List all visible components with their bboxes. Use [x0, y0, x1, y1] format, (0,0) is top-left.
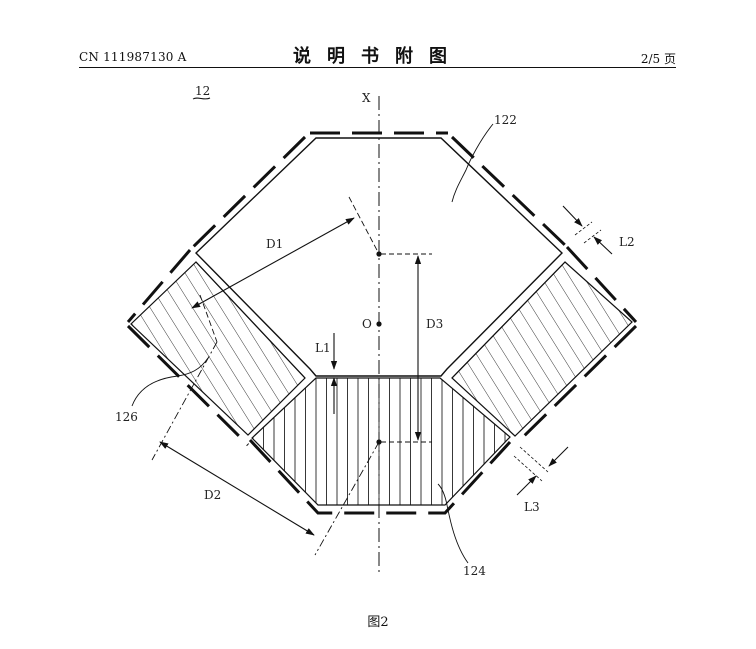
section-title: 说明书附图 — [293, 46, 463, 67]
center-point-o — [376, 321, 382, 327]
dimension-d2 — [151, 294, 380, 556]
figure-caption: 图2 — [367, 615, 389, 630]
dimension-l3 — [513, 446, 569, 496]
dim-d1-label: D1 — [266, 237, 283, 251]
ref-122-label: 122 — [494, 113, 517, 127]
dimension-d1 — [191, 196, 380, 309]
leader-126 — [131, 357, 209, 407]
ref-126-label: 126 — [115, 410, 138, 424]
header-rule — [79, 67, 676, 68]
page-number: 2/5 页 — [640, 52, 676, 66]
ref-124-label: 124 — [463, 564, 486, 578]
channel-right — [451, 261, 566, 379]
dimension-l2 — [562, 205, 613, 255]
leader-lines — [131, 123, 494, 564]
leader-122 — [451, 123, 494, 203]
dim-d2-label: D2 — [204, 488, 221, 502]
ref-12-underline — [192, 97, 211, 100]
dim-l2-label: L2 — [619, 235, 635, 249]
dimension-d3 — [381, 253, 432, 443]
leader-124 — [437, 483, 469, 564]
axis-x-label: X — [362, 91, 371, 105]
dim-l1-label: L1 — [315, 341, 331, 355]
dim-d3-label: D3 — [426, 317, 443, 331]
dim-l3-label: L3 — [524, 500, 540, 514]
publication-number: CN 111987130 A — [79, 50, 187, 64]
center-o-label: O — [362, 317, 372, 331]
ref-12-label: 12 — [195, 84, 210, 98]
